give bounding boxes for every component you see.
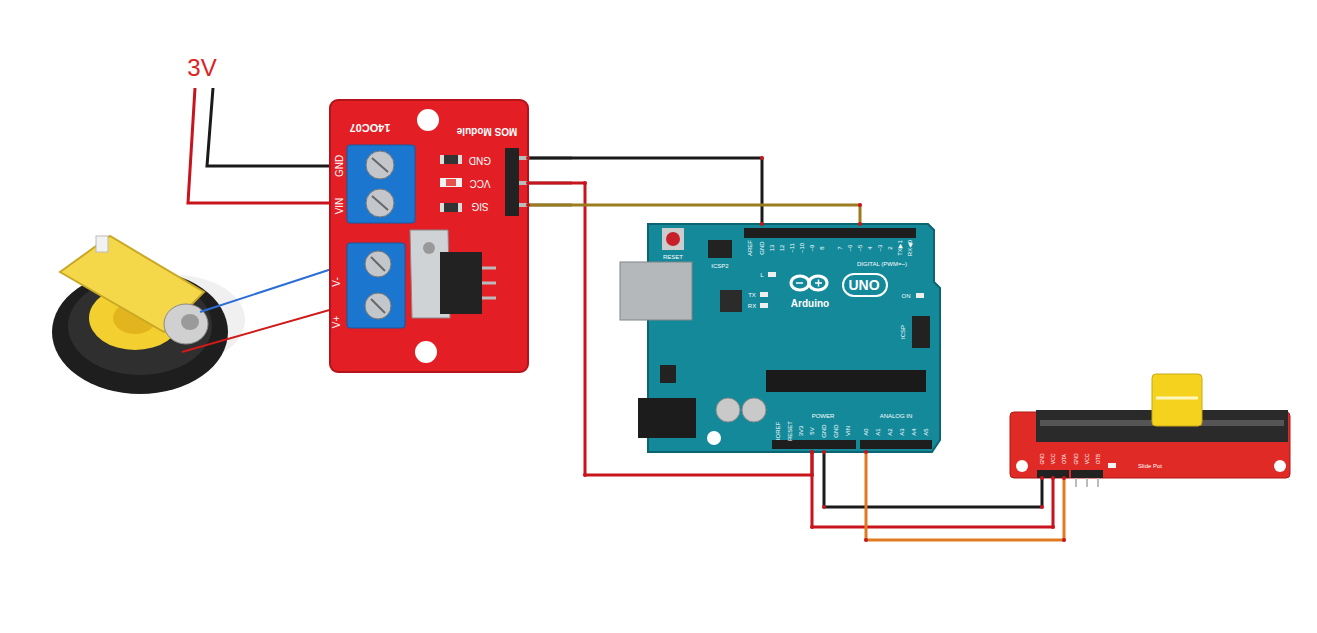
motor-wheel xyxy=(52,236,245,394)
pin-label: OTA xyxy=(1062,454,1067,464)
pin-label: 8 xyxy=(819,246,825,249)
motor-wire xyxy=(182,305,347,352)
board-label: DIGITAL (PWM=~) xyxy=(857,261,907,267)
terminal-label: V+ xyxy=(332,316,342,329)
pin-label: 3V3 xyxy=(798,426,804,437)
pin-label: GND xyxy=(821,424,827,437)
pin-label: VCC xyxy=(1051,454,1056,465)
led-label: ON xyxy=(902,293,911,299)
pin-label: A0 xyxy=(863,428,869,435)
led-label: TX xyxy=(748,292,756,298)
board-label: POWER xyxy=(812,413,835,419)
board-title: UNO xyxy=(848,278,879,292)
pin-label: A3 xyxy=(899,428,905,435)
terminal-label: GND xyxy=(335,155,345,177)
pin-label: VIN xyxy=(845,426,851,436)
pin-label: GND xyxy=(833,424,839,437)
pin-label: AREF xyxy=(747,240,753,256)
pin-label: ~11 xyxy=(789,243,795,253)
pin-label: VCC xyxy=(469,178,490,188)
board-label: ANALOG IN xyxy=(880,413,913,419)
supply-wire xyxy=(207,88,330,166)
led-label: RX xyxy=(748,303,756,309)
mos-module-board: 14OC07 MOS Module xyxy=(330,100,528,372)
pin-label: TX▶1 xyxy=(897,240,903,256)
pin-label: ~3 xyxy=(877,245,883,252)
pin-label: SIG xyxy=(471,201,488,211)
wire xyxy=(822,450,1044,509)
board-label: RESET xyxy=(663,254,683,260)
slide-pot-art xyxy=(1010,374,1290,487)
board-label: ICSP2 xyxy=(711,263,728,269)
board-title: MOS Module xyxy=(457,126,518,136)
voltage-label: 3V xyxy=(187,56,216,80)
pin-label: GND xyxy=(1074,453,1079,464)
pin-label: 5V xyxy=(809,427,815,434)
pin-label: IOREF xyxy=(775,422,781,440)
board-title: Slide Pot xyxy=(1138,463,1162,469)
pin-label: ~10 xyxy=(799,243,805,253)
pin-label: ~5 xyxy=(857,245,863,252)
pin-label: ~9 xyxy=(809,245,815,252)
pin-label: A2 xyxy=(887,428,893,435)
wire xyxy=(526,181,814,477)
pin-label: RX◀0 xyxy=(907,240,913,256)
supply-wire xyxy=(188,88,330,203)
pin-label: VCC xyxy=(1085,454,1090,465)
wire xyxy=(810,450,1055,529)
pin-label: 12 xyxy=(779,245,785,252)
pin-label: A5 xyxy=(923,428,929,435)
wire xyxy=(526,203,862,226)
wire xyxy=(864,450,1066,542)
pin-label: 4 xyxy=(867,246,873,249)
pin-label: A1 xyxy=(875,428,881,435)
board-title: Arduino xyxy=(791,299,829,309)
board-label: ICSP xyxy=(900,325,906,339)
pin-label: 13 xyxy=(769,245,775,252)
motor-wire xyxy=(200,264,347,312)
pin-label: 2 xyxy=(887,246,893,249)
arduino-art xyxy=(620,224,940,452)
mos-module-art xyxy=(330,100,572,372)
pin-label: GND xyxy=(1040,453,1045,464)
terminal-label: VIN xyxy=(335,198,345,215)
pin-label: 7 xyxy=(837,246,843,249)
pin-label: OTB xyxy=(1096,454,1101,464)
slide-pot-board: Slide Pot xyxy=(1010,412,1290,478)
pin-label: GND xyxy=(469,155,491,165)
led-label: L xyxy=(760,272,763,278)
pin-label: GND xyxy=(759,241,765,254)
wire xyxy=(526,156,764,226)
pin-label: RESET xyxy=(787,421,793,441)
pin-label: A4 xyxy=(911,428,917,435)
board-title: 14OC07 xyxy=(350,122,391,133)
terminal-label: V- xyxy=(332,277,342,286)
pin-label: ~6 xyxy=(847,245,853,252)
